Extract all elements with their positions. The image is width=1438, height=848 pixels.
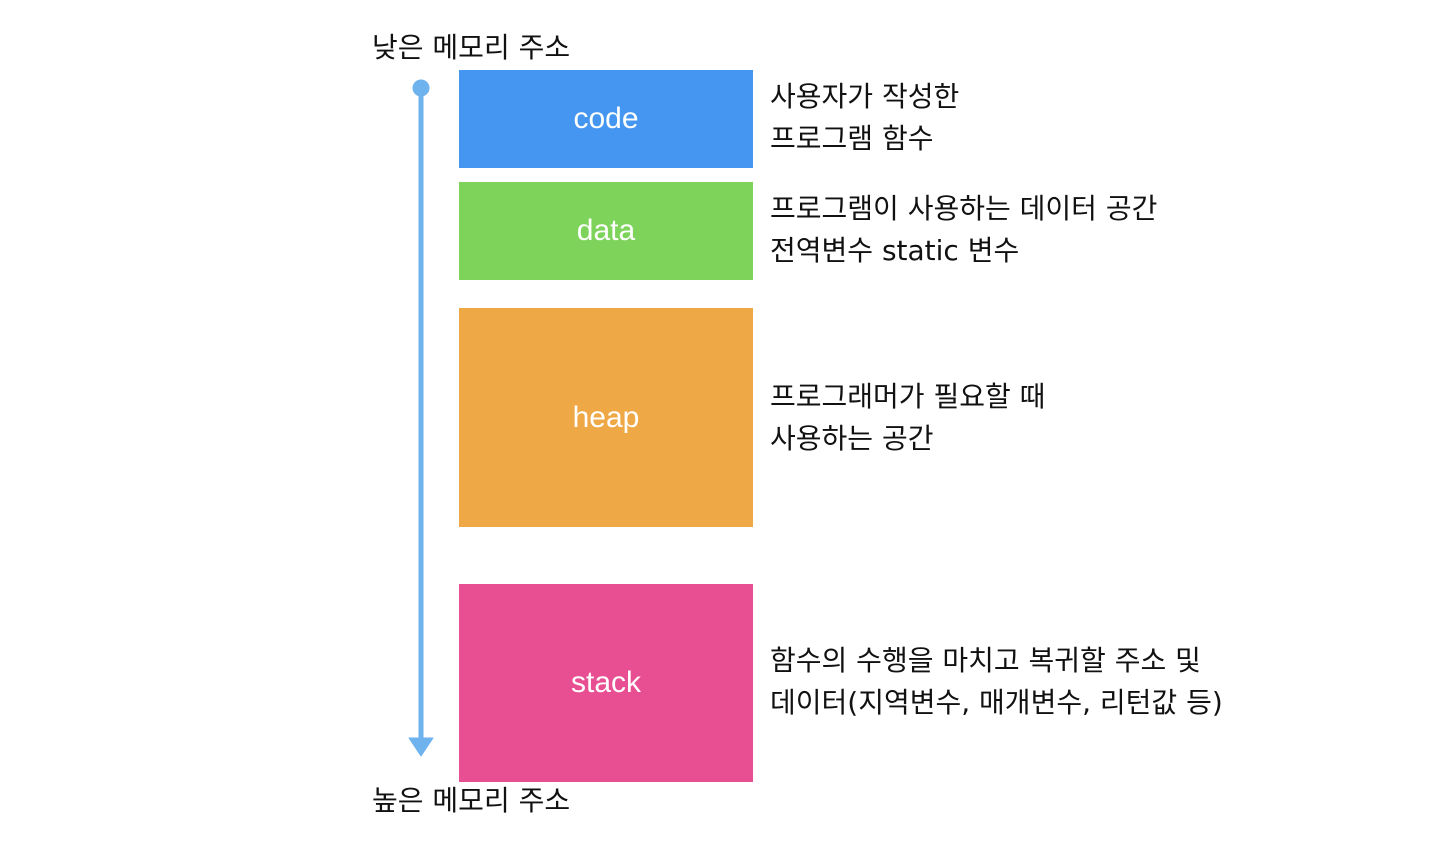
high-address-label: 높은 메모리 주소: [372, 784, 571, 817]
heap-description-line-2: 사용하는 공간: [770, 422, 934, 455]
code-description: 사용자가 작성한 프로그램 함수: [770, 76, 959, 160]
heap-segment-label: heap: [572, 400, 640, 434]
stack-description-line-2: 데이터(지역변수, 매개변수, 리턴값 등): [770, 686, 1223, 719]
heap-description-line-1: 프로그래머가 필요할 때: [770, 380, 1046, 413]
heap-description: 프로그래머가 필요할 때 사용하는 공간: [770, 376, 1045, 460]
code-description-line-2: 프로그램 함수: [770, 122, 934, 155]
heap-segment: heap: [459, 308, 753, 527]
data-description: 프로그램이 사용하는 데이터 공간 전역변수 static 변수: [770, 188, 1157, 272]
data-description-line-2: 전역변수 static 변수: [770, 234, 1020, 267]
stack-segment-label: stack: [570, 666, 642, 699]
address-direction-arrow: [408, 79, 434, 757]
data-segment: data: [459, 182, 753, 280]
stack-description: 함수의 수행을 마치고 복귀할 주소 및 데이터(지역변수, 매개변수, 리턴값…: [770, 640, 1223, 724]
code-segment: code: [459, 70, 753, 168]
stack-description-line-1: 함수의 수행을 마치고 복귀할 주소 및: [770, 644, 1201, 677]
low-address-label: 낮은 메모리 주소: [372, 31, 571, 64]
data-segment-label: data: [576, 214, 636, 247]
code-segment-label: code: [573, 102, 639, 135]
code-description-line-1: 사용자가 작성한: [770, 80, 960, 113]
data-description-line-1: 프로그램이 사용하는 데이터 공간: [770, 192, 1158, 225]
arrow-head: [408, 737, 434, 757]
stack-segment: stack: [459, 584, 753, 782]
